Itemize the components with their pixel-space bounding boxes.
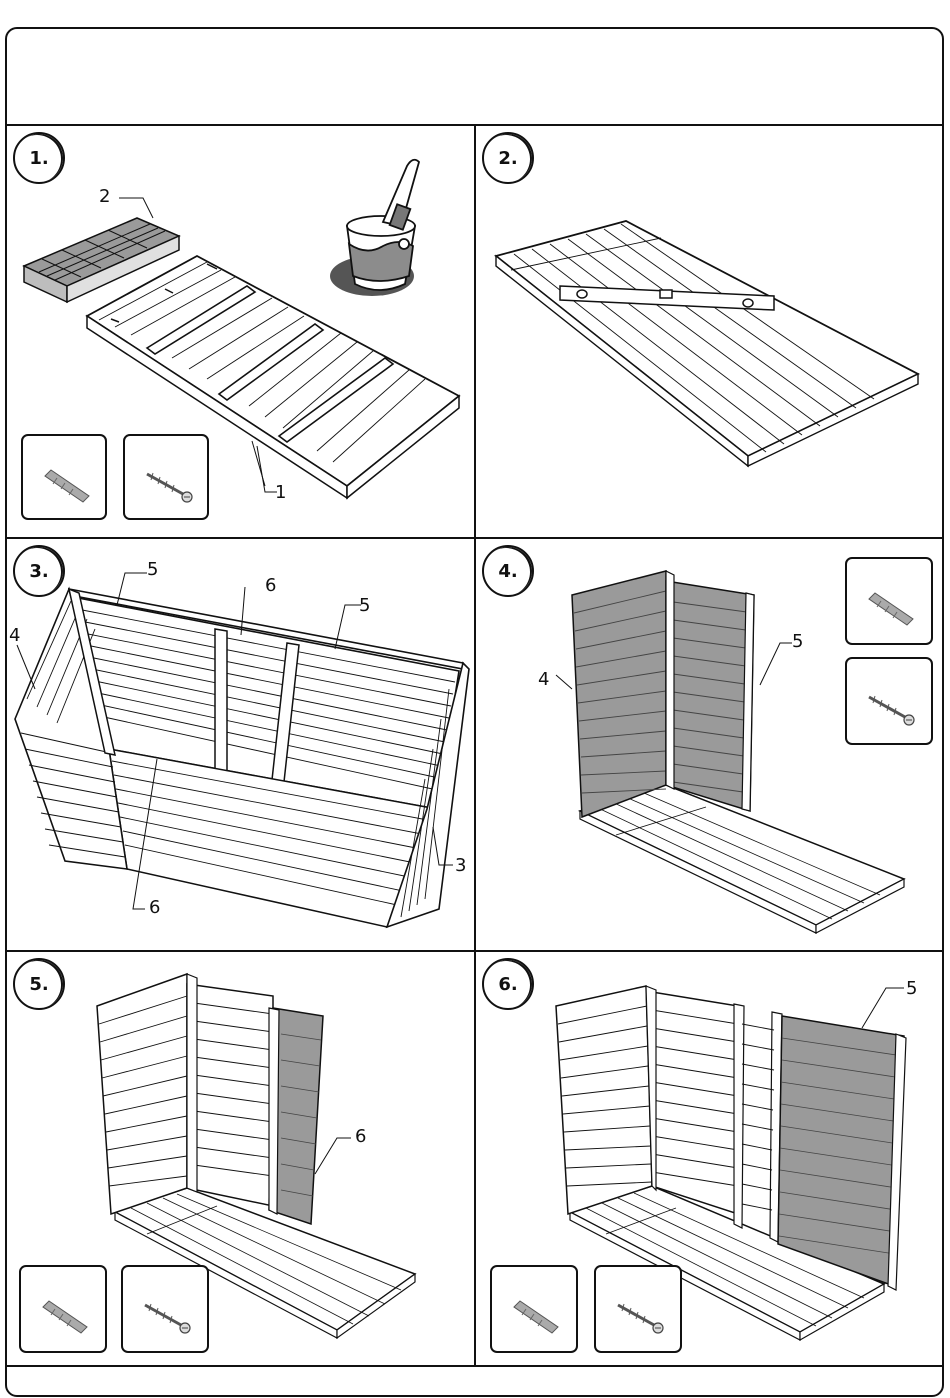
step-4-screw-box <box>845 657 933 745</box>
step-4-number: 4. <box>482 545 534 597</box>
step-1-panel: 1. 2 1 <box>7 126 474 537</box>
step-6-panel: 6. 5 <box>476 952 944 1365</box>
callout-4: 4 <box>538 669 549 690</box>
wall-plug-icon <box>492 1267 580 1355</box>
step-4-panel: 4. 4 5 <box>476 539 944 950</box>
callout-5-left: 5 <box>147 559 158 580</box>
step-6-screw-box <box>594 1265 682 1353</box>
wall-plug-icon <box>23 436 109 522</box>
assembled-floor <box>496 221 918 466</box>
screw-icon <box>125 436 211 522</box>
paint-bucket-icon <box>330 160 419 296</box>
screw-icon <box>596 1267 684 1355</box>
step-2-panel: 2. <box>476 126 944 537</box>
step-2-drawing <box>476 126 944 537</box>
step-5-screw-box <box>121 1265 209 1353</box>
callout-1: 1 <box>275 482 286 503</box>
callout-3: 3 <box>455 855 466 876</box>
wall-plug-icon <box>21 1267 109 1355</box>
step-5-panel: 5. 6 <box>7 952 474 1365</box>
step-2-number: 2. <box>482 132 534 184</box>
step-3-number: 3. <box>13 545 65 597</box>
callout-5: 5 <box>906 978 917 999</box>
step-5-wall-plug-box <box>19 1265 107 1353</box>
callout-4: 4 <box>9 625 20 646</box>
callout-6: 6 <box>355 1126 366 1147</box>
step-6-number: 6. <box>482 958 534 1010</box>
callout-5-right: 5 <box>359 595 370 616</box>
step-4-wall-plug-box <box>845 557 933 645</box>
footer-area <box>20 1368 920 1394</box>
header-area <box>20 40 920 110</box>
step-1-number: 1. <box>13 132 65 184</box>
step-1-screw-box <box>123 434 209 520</box>
callout-6-bottom: 6 <box>149 897 160 918</box>
screw-icon <box>123 1267 211 1355</box>
shed-frame <box>15 573 469 927</box>
callout-6-top: 6 <box>265 575 276 596</box>
screw-icon <box>847 659 935 747</box>
step-1-wall-plug-box <box>21 434 107 520</box>
step-6-wall-plug-box <box>490 1265 578 1353</box>
step-3-panel: 3. 5 6 5 4 6 3 <box>7 539 474 950</box>
wall-plug-icon <box>847 559 935 647</box>
callout-5: 5 <box>792 631 803 652</box>
step-5-number: 5. <box>13 958 65 1010</box>
callout-2: 2 <box>99 186 110 207</box>
step-3-drawing <box>7 539 474 950</box>
